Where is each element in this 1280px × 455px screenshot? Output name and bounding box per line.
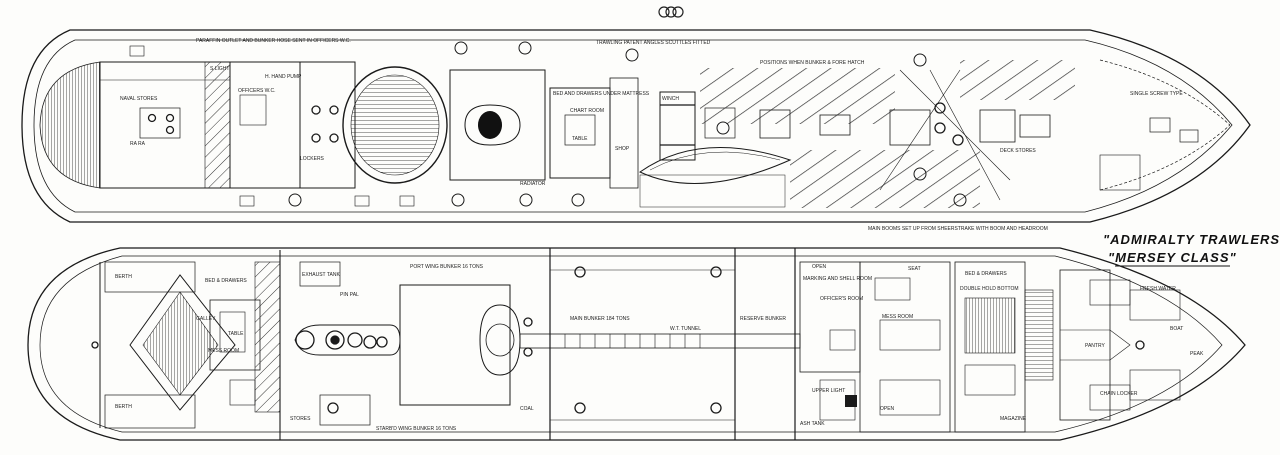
label-coal: COAL <box>520 406 534 412</box>
label-peak: PEAK <box>1190 351 1204 357</box>
label-bed-drawers: BED AND DRAWERS UNDER MATTRESS <box>553 91 650 97</box>
label-bed-drawers-aft: BED & DRAWERS <box>205 278 247 284</box>
label-paraffin: PARAFFIN OUTLET AND BUNKER HOSE SENT IN … <box>196 38 351 44</box>
label-deck-stores: DECK STORES <box>1000 148 1036 154</box>
label-pump: H. HAND PUMP <box>265 74 302 80</box>
label-starbd-wing-bunker: STARB'D WING BUNKER 16 TONS <box>376 426 457 432</box>
lower-deck-labels: BERTH BERTH PORT WING BUNKER 16 TONS STA… <box>115 264 1204 432</box>
label-boat: BOAT <box>1170 326 1183 332</box>
shaft-tunnel <box>519 333 801 349</box>
lower-hull-outline <box>27 247 1246 441</box>
upper-hull-outline <box>21 29 1251 223</box>
label-bed-drawers-fwd: BED & DRAWERS <box>965 271 1007 277</box>
label-naval-stores: NAVAL STORES <box>120 96 158 102</box>
label-open: OPEN <box>812 264 827 270</box>
label-galley: GALLEY <box>196 316 216 322</box>
label-seat: SEAT <box>908 266 921 272</box>
label-main-bunker: MAIN BUNKER 184 TONS <box>570 316 630 322</box>
label-port-wing-bunker: PORT WING BUNKER 16 TONS <box>410 264 484 270</box>
label-table: TABLE <box>228 331 244 337</box>
label-chart-table: TABLE <box>572 136 588 142</box>
label-berth-2: BERTH <box>115 404 132 410</box>
label-officer-room: OFFICER'S ROOM <box>820 296 863 302</box>
lower-deck-plan <box>27 247 1246 441</box>
ships-boat <box>639 147 792 184</box>
label-wt-tunnel: W.T. TUNNEL <box>670 326 701 332</box>
upper-scuttles <box>288 41 967 207</box>
label-radiator: RADIATOR <box>520 181 546 187</box>
label-shop: SHOP <box>615 146 630 152</box>
label-ra: RA RA <box>130 141 146 147</box>
funnel-casing <box>342 66 448 184</box>
label-chart-room: CHART ROOM <box>570 108 604 114</box>
label-chain-locker: CHAIN LOCKER <box>1100 391 1138 397</box>
label-magazine: MAGAZINE <box>1000 416 1027 422</box>
label-officer-wc: OFFICERS W.C. <box>238 88 276 94</box>
label-upper-light: UPPER LIGHT <box>812 388 845 394</box>
label-reserve-bunker: RESERVE BUNKER <box>740 316 786 322</box>
label-double-hold: DOUBLE HOLD BOTTOM <box>960 286 1019 292</box>
label-exhaust-tank: EXHAUST TANK <box>302 272 340 278</box>
label-stores: STORES <box>290 416 311 422</box>
label-single-screw: SINGLE SCREW TYPE <box>1130 91 1183 97</box>
label-officers-mess-room: MESS ROOM <box>882 314 913 320</box>
title-line-1: "ADMIRALTY TRAWLERS" <box>1103 232 1280 247</box>
label-open-2: OPEN <box>880 406 895 412</box>
label-ash-tank: ASH TANK <box>800 421 825 427</box>
label-mess-room: MESS ROOM <box>208 348 239 354</box>
maker-monogram-icon <box>658 6 684 18</box>
label-winch: WINCH <box>662 96 679 102</box>
funnel-top-black <box>478 111 502 139</box>
label-bunker-forward: POSITIONS WHEN BUNKER & FORE HATCH <box>760 60 865 66</box>
label-pantry: PANTRY <box>1085 343 1105 349</box>
label-berth-1: BERTH <box>115 274 132 280</box>
upper-deck-plan <box>21 29 1251 223</box>
label-light: S LIGHT <box>210 66 229 72</box>
label-trawling-patent: TRAWLING PATENT ANGLES SCUTTLES FITTED <box>596 40 711 46</box>
title-line-2: "MERSEY CLASS" <box>1108 250 1237 265</box>
label-pin-pal: PIN PAL <box>340 292 359 298</box>
label-main-deck-note: MAIN BOOMS SET UP FROM SHEERSTRAKE WITH … <box>868 226 1048 232</box>
drawing-title: "ADMIRALTY TRAWLERS" "MERSEY CLASS" <box>1103 232 1280 267</box>
label-fresh-water: FRESH WATER <box>1140 286 1176 292</box>
upper-deck-labels: PARAFFIN OUTLET AND BUNKER HOSE SENT IN … <box>120 38 1183 232</box>
label-lockers: LOCKERS <box>300 156 325 162</box>
label-marking-room: MARKING AND SHELL ROOM <box>803 276 872 282</box>
